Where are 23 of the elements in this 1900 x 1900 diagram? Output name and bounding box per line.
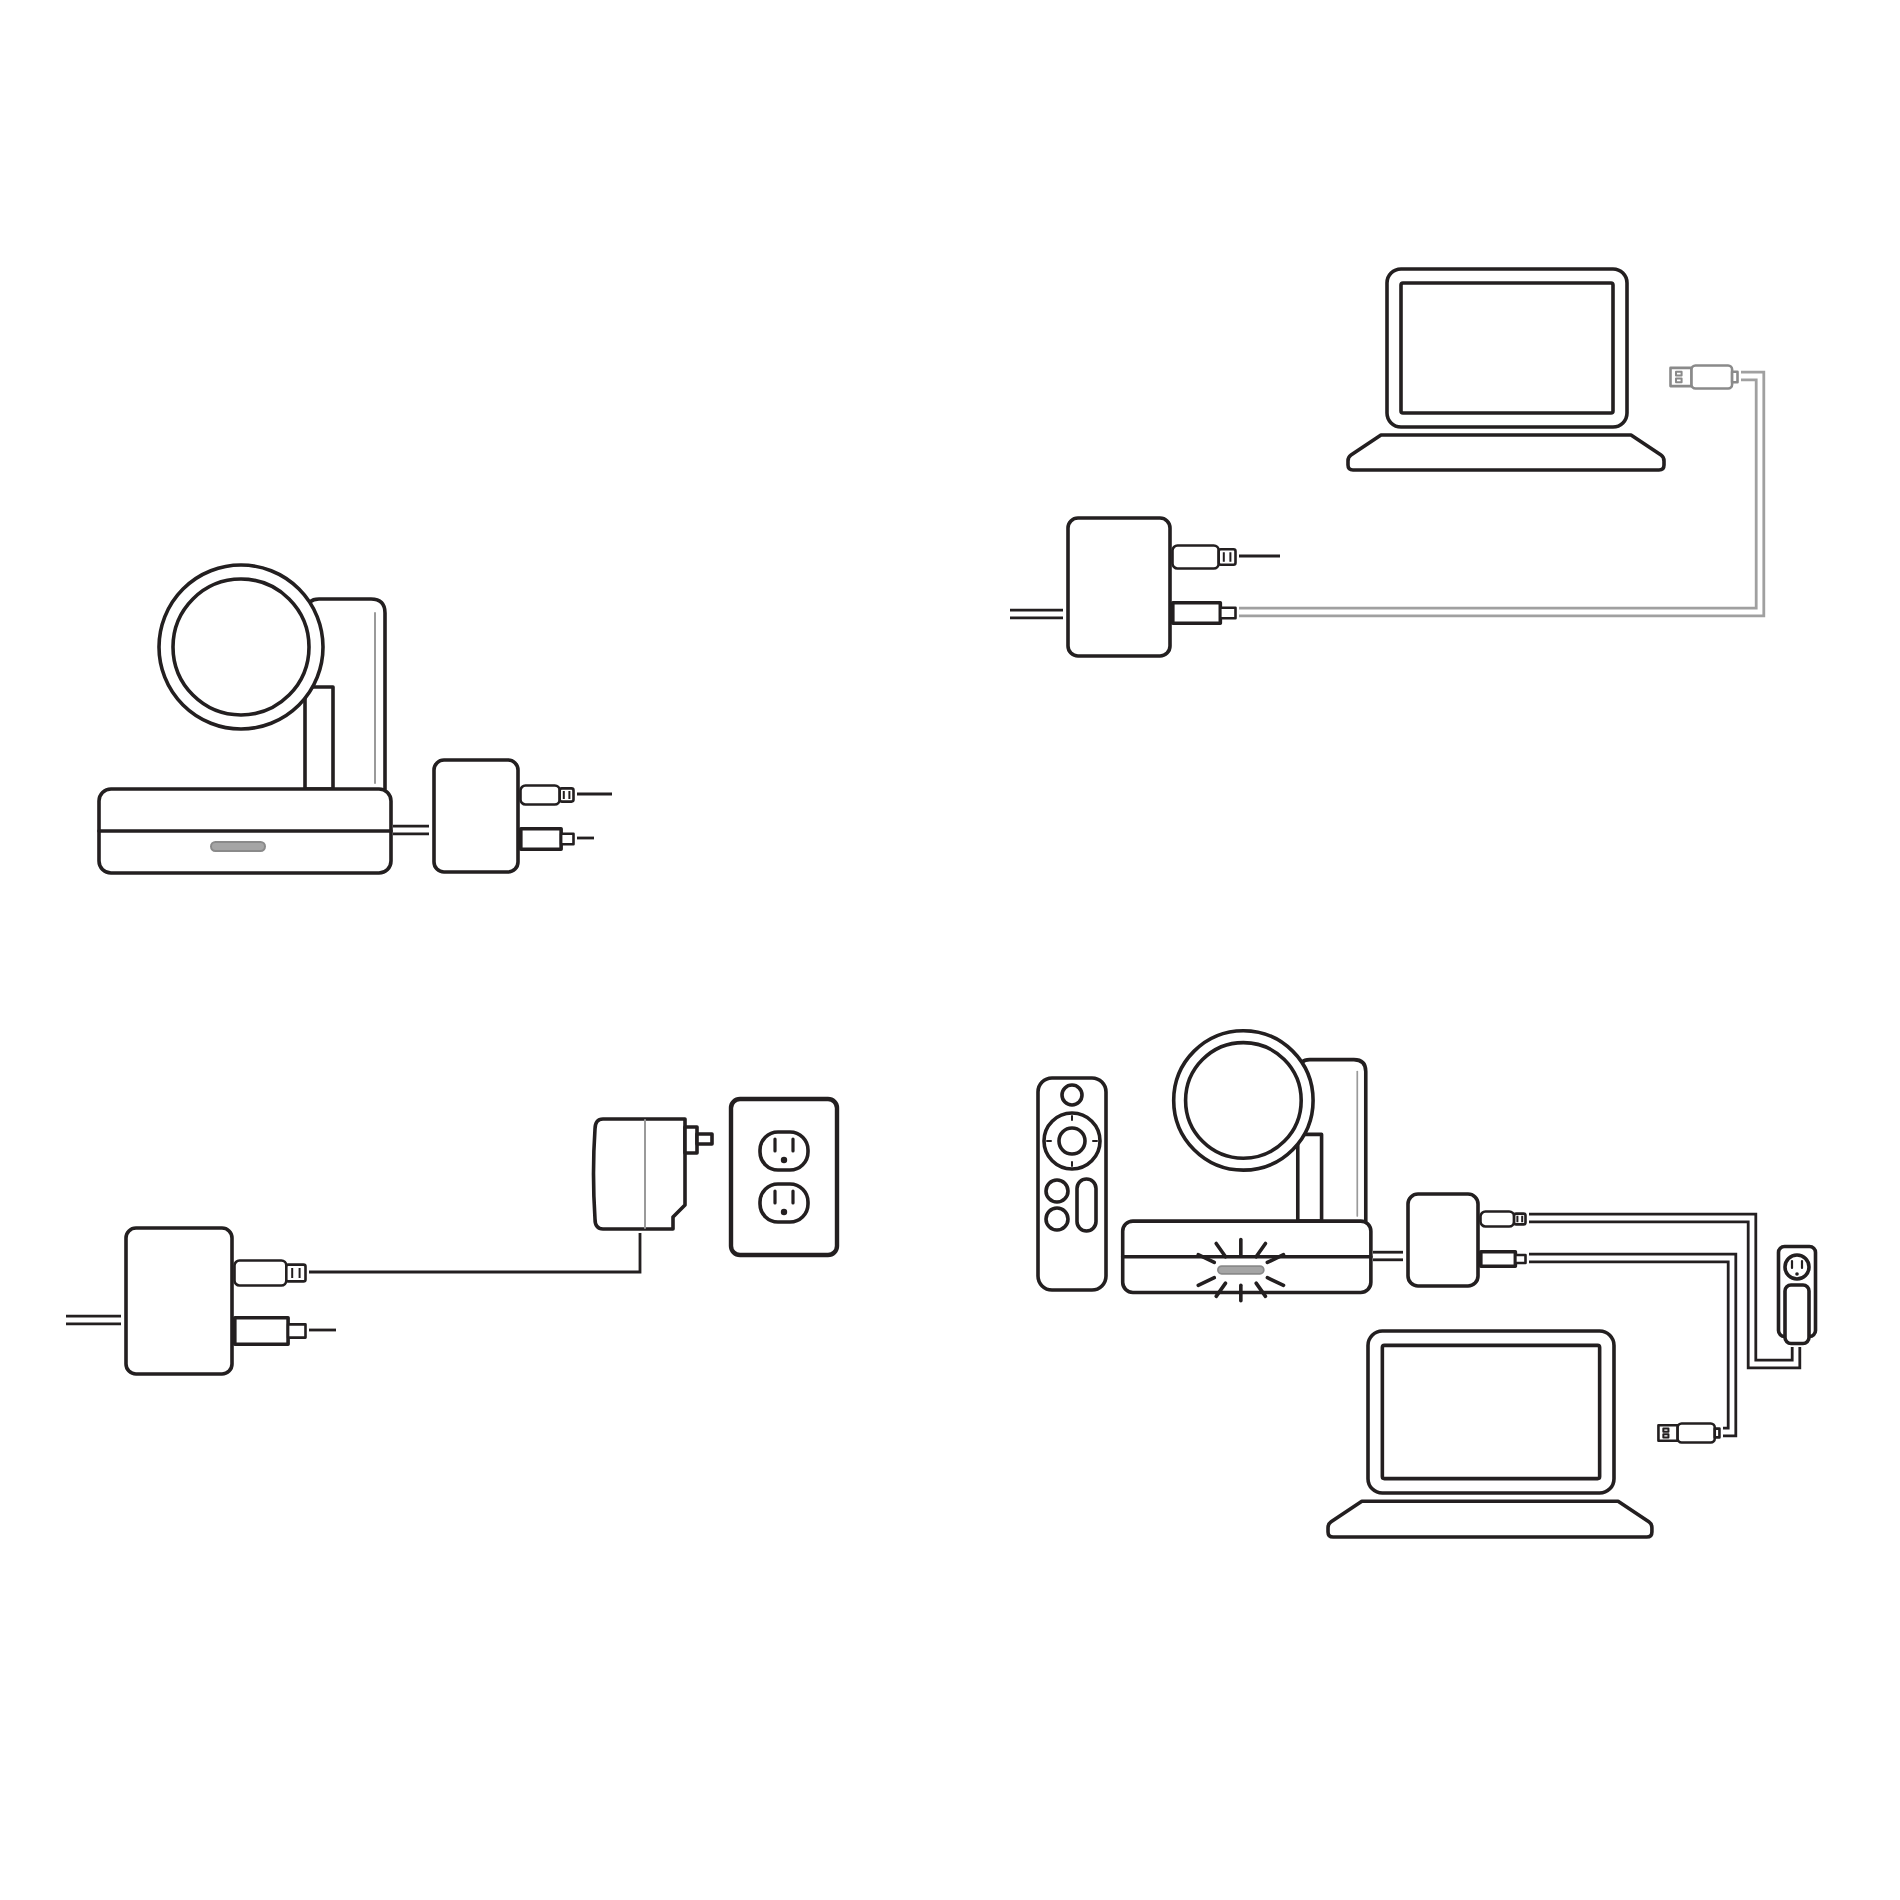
cable [1239, 370, 1766, 618]
connection-hub [429, 755, 577, 875]
cable [1529, 1212, 1802, 1370]
cable [1239, 554, 1280, 558]
ptz-camera [93, 559, 393, 875]
cable [66, 1314, 121, 1326]
wall-outlet [725, 1093, 841, 1259]
cable [1373, 1250, 1403, 1262]
cable [577, 792, 612, 796]
connection-hub [121, 1223, 309, 1377]
cable [309, 1328, 336, 1332]
connection-hub [1063, 513, 1239, 659]
laptop [1343, 263, 1741, 473]
laptop [1323, 1325, 1723, 1541]
cable [1529, 1252, 1738, 1438]
cable [393, 824, 429, 836]
wall-outlet [1773, 1241, 1819, 1347]
power-adapter [587, 1113, 715, 1233]
cable [309, 1233, 642, 1274]
cable [1010, 608, 1063, 620]
ptz-camera [1117, 1025, 1373, 1307]
remote-control [1033, 1073, 1109, 1293]
connection-hub [1403, 1189, 1529, 1289]
